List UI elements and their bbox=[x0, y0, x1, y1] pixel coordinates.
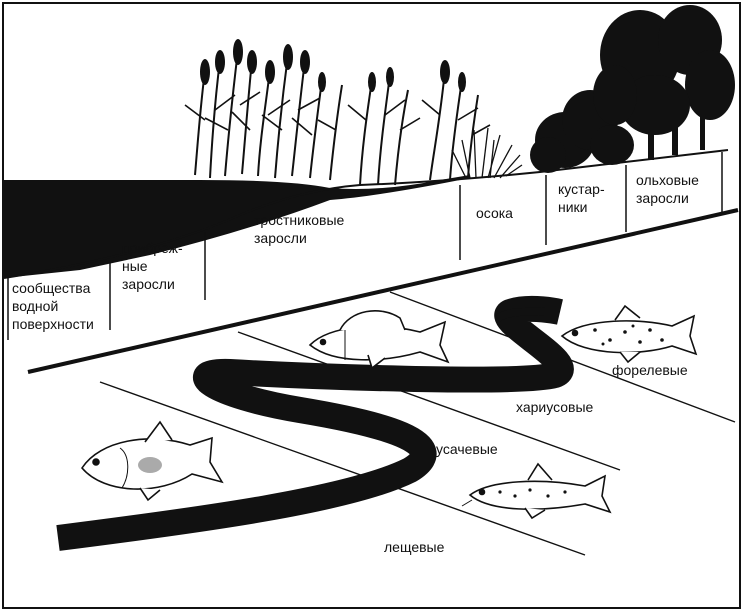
grayling-fish bbox=[308, 310, 450, 370]
zone-dividers bbox=[7, 152, 723, 340]
bream-fish bbox=[81, 420, 224, 502]
lake-water bbox=[4, 175, 470, 278]
reed-tassels bbox=[200, 39, 466, 92]
fish-zone-label-grayling: хариусовые bbox=[516, 399, 594, 415]
fish-zone-label-bream: лещевые bbox=[384, 539, 445, 555]
shrubs bbox=[530, 90, 634, 173]
river-source bbox=[495, 307, 551, 322]
section-separator bbox=[27, 208, 739, 374]
barbel-fish bbox=[461, 462, 612, 520]
river-course bbox=[56, 295, 574, 551]
zone-label-surface: сообщества водной поверхности bbox=[12, 280, 94, 332]
zone-label-shrubs: кустар- ники bbox=[558, 181, 609, 215]
zone-label-sedge: осока bbox=[476, 205, 513, 221]
zone-label-coastal: прибреж- ные заросли bbox=[122, 240, 187, 292]
fish-zone-label-trout: форелевые bbox=[612, 362, 688, 378]
trout-fish bbox=[560, 304, 698, 364]
shore-vegetation bbox=[3, 5, 735, 279]
reed-leaves bbox=[184, 91, 491, 136]
fish-zone-label-barbel: усачевые bbox=[436, 441, 498, 457]
sedge-tuft bbox=[451, 127, 523, 179]
zone-label-reed: тростниковые заросли bbox=[254, 212, 348, 246]
alder-trees bbox=[593, 5, 735, 160]
shore-line bbox=[3, 149, 729, 279]
zone-label-alder: ольховые заросли bbox=[636, 172, 703, 206]
